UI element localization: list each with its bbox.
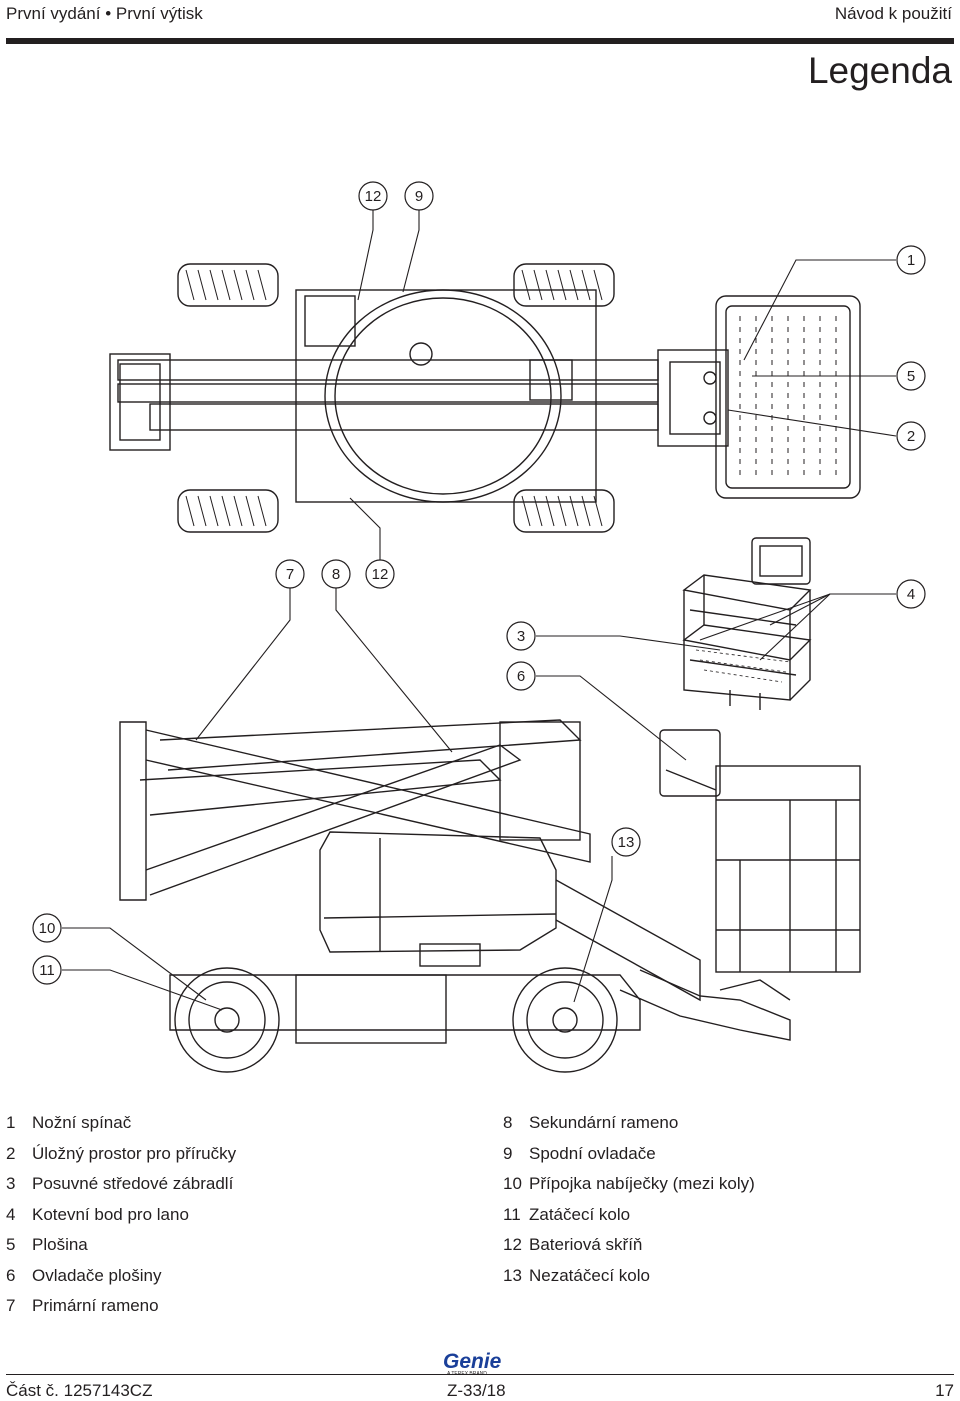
callout-label-13: 13 (618, 834, 635, 851)
legend-item: 1 Nožní spínač (6, 1108, 236, 1139)
callout-label-12-top: 12 (365, 188, 382, 205)
legend-label: Primární rameno (32, 1296, 159, 1315)
legend-num: 13 (503, 1265, 522, 1285)
legend-label: Ovladače plošiny (32, 1265, 162, 1285)
legend-num: 4 (6, 1204, 16, 1224)
page-title: Legenda (807, 50, 952, 91)
side-view-drawing (119, 719, 861, 1073)
legend-item: 12 Bateriová skříň (503, 1230, 755, 1261)
legend-label: Sekundární rameno (529, 1113, 679, 1132)
legend-num: 2 (6, 1143, 16, 1163)
legend-item: 5 Plošina (6, 1230, 236, 1261)
callout-label-5: 5 (907, 368, 915, 385)
callout-label-1: 1 (907, 252, 915, 269)
legend-label: Přípojka nabíječky (mezi koly) (529, 1174, 755, 1193)
callout-12-top (358, 181, 388, 211)
callout-10 (32, 913, 62, 943)
footer-rule (6, 1374, 954, 1375)
legend-item: 9 Spodní ovladače (503, 1139, 755, 1170)
top-view-drawing (109, 263, 861, 533)
callout-1 (896, 245, 926, 275)
callout-6 (506, 661, 536, 691)
legend-item: 6 Ovladače plošiny (6, 1261, 236, 1292)
legend-label: Nožní spínač (32, 1113, 132, 1132)
legend-num: 8 (503, 1113, 513, 1132)
legend-item: 8 Sekundární rameno (503, 1108, 755, 1139)
legend-num: 9 (503, 1143, 513, 1163)
legend-label: Posuvné středové zábradlí (32, 1174, 234, 1193)
legend-label: Spodní ovladače (529, 1143, 656, 1163)
legend-item: 4 Kotevní bod pro lano (6, 1200, 236, 1231)
callout-13 (611, 827, 641, 857)
logo-word: Genie (443, 1350, 502, 1373)
callout-9 (404, 181, 434, 211)
legend-right-column: 8 Sekundární rameno 9 Spodní ovladače 10 Př… (503, 1108, 755, 1291)
callout-label-4: 4 (907, 586, 915, 603)
footer-page-number: 17 (935, 1381, 954, 1400)
legend-num: 3 (6, 1174, 16, 1193)
legend-label: Bateriová skříň (529, 1235, 643, 1254)
callout-2 (896, 421, 926, 451)
legend-left-column: 1 Nožní spínač 2 Úložný prostor pro příruč… (6, 1108, 236, 1322)
callout-7 (275, 559, 305, 589)
footer-part-number: Část č. 1257143CZ (6, 1381, 153, 1400)
legend-item: 13 Nezatáčecí kolo (503, 1261, 755, 1292)
legend-num: 12 (503, 1235, 522, 1254)
legend-label: Úložný prostor pro příručky (32, 1143, 237, 1163)
legend-num: 6 (6, 1265, 16, 1285)
header-rule (6, 38, 954, 44)
legend-label: Kotevní bod pro lano (32, 1204, 189, 1224)
callout-label-7: 7 (286, 566, 294, 583)
platform-detail-drawing (682, 537, 812, 710)
callout-label-6: 6 (517, 668, 525, 685)
footer-model: Z-33/18 (447, 1381, 506, 1400)
callout-8 (321, 559, 351, 589)
machine-illustration: 12 9 1 5 2 7 8 12 4 3 6 13 10 11 (32, 181, 926, 1073)
callout-12-mid (365, 559, 395, 589)
header-edition: První vydání • První výtisk (6, 4, 203, 23)
callout-label-3: 3 (517, 628, 525, 645)
callout-3 (506, 621, 536, 651)
callout-11 (32, 955, 62, 985)
callout-label-2: 2 (907, 428, 915, 445)
callout-label-10: 10 (39, 920, 56, 937)
callout-4 (896, 579, 926, 609)
legend-item: 2 Úložný prostor pro příručky (6, 1139, 236, 1170)
callout-label-12-mid: 12 (372, 566, 389, 583)
legend-label: Plošina (32, 1235, 88, 1254)
legend-num: 1 (6, 1113, 16, 1132)
header-manual-type: Návod k použití (834, 4, 952, 23)
callout-5 (896, 361, 926, 391)
legend-num: 11 (503, 1204, 521, 1224)
legend-item: 10 Přípojka nabíječky (mezi koly) (503, 1169, 755, 1200)
callout-label-11: 11 (39, 962, 55, 979)
legend-item: 3 Posuvné středové zábradlí (6, 1169, 236, 1200)
legend-num: 7 (6, 1296, 16, 1315)
legend-item: 7 Primární rameno (6, 1291, 236, 1322)
legend-num: 10 (503, 1174, 522, 1193)
legend-num: 5 (6, 1235, 16, 1254)
callout-label-9: 9 (415, 188, 423, 205)
legend-label: Zatáčecí kolo (529, 1204, 631, 1224)
legend-item: 11 Zatáčecí kolo (503, 1200, 755, 1231)
callout-label-8: 8 (332, 566, 340, 583)
legend-label: Nezatáčecí kolo (529, 1265, 650, 1285)
